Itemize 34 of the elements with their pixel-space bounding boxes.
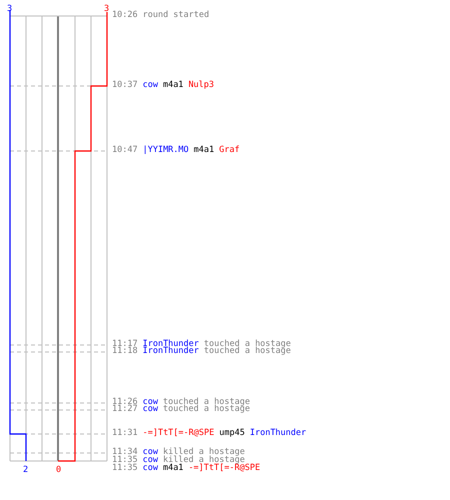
player-name: |YYIMR.MO	[142, 146, 189, 155]
player-name: IronThunder	[250, 429, 306, 438]
player-name: cow	[142, 464, 158, 473]
player-name: IronThunder	[142, 347, 199, 356]
event-text: killed a hostage	[162, 448, 245, 457]
player-name: Nulp3	[188, 81, 214, 90]
timestamp: 11:31	[112, 429, 138, 438]
timestamp: 10:26	[112, 11, 138, 20]
event-text: touched a hostage	[162, 405, 250, 414]
timestamp: 11:34	[112, 448, 138, 457]
player-name: -=]TtT[=-R@SPE	[188, 464, 260, 473]
timestamp: 10:37	[112, 81, 138, 90]
team-count: 0	[56, 466, 62, 475]
player-name: cow	[142, 448, 158, 457]
event-text: round started	[142, 11, 210, 20]
weapon-name: m4a1	[162, 81, 184, 90]
player-name: cow	[142, 81, 158, 90]
player-name: cow	[142, 398, 158, 407]
player-name: -=]TtT[=-R@SPE	[142, 429, 214, 438]
timestamp: 11:27	[112, 405, 138, 414]
event-text: killed a hostage	[162, 456, 245, 465]
player-name: cow	[142, 405, 158, 414]
timestamp: 10:47	[112, 146, 138, 155]
timestamp: 11:35	[112, 464, 138, 473]
event-text: touched a hostage	[204, 347, 291, 356]
timestamp: 11:35	[112, 456, 138, 465]
weapon-name: m4a1	[194, 146, 214, 155]
player-name: cow	[142, 456, 158, 465]
weapon-name: m4a1	[162, 464, 184, 473]
team-count: 2	[23, 466, 28, 475]
team-count: 3	[104, 5, 110, 14]
weapon-name: ump45	[219, 429, 245, 438]
timestamp: 11:18	[112, 347, 138, 356]
player-name: Graf	[219, 146, 240, 155]
